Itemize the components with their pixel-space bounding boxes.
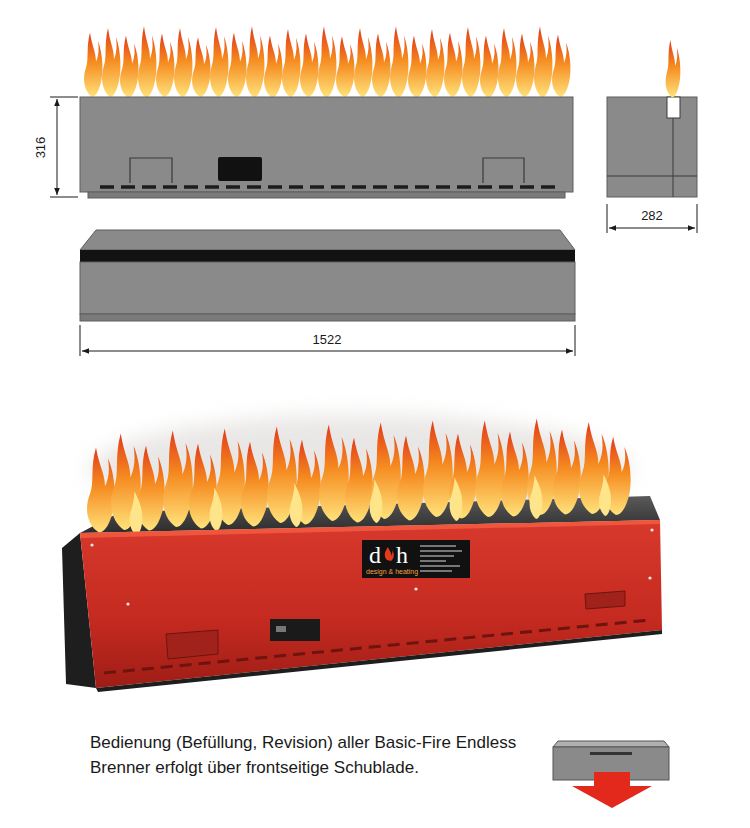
slot-row xyxy=(104,620,650,673)
vent xyxy=(585,591,625,609)
control-panel xyxy=(218,157,262,181)
vent-outline xyxy=(483,158,524,183)
extension-line xyxy=(50,197,78,198)
caption: Bedienung (Befüllung, Revision) aller Ba… xyxy=(90,730,545,780)
front-view-base xyxy=(88,192,565,198)
extension-line xyxy=(80,325,81,356)
burner-render xyxy=(62,415,662,692)
screws xyxy=(90,528,653,605)
extension-line xyxy=(575,325,576,356)
dimension-label: 1522 xyxy=(297,332,357,347)
side-view xyxy=(607,40,697,197)
top-view-bevel xyxy=(80,230,575,250)
switch xyxy=(276,626,286,632)
drawer-top xyxy=(553,741,669,747)
side-view-line xyxy=(607,176,697,177)
logo-text: design & heating xyxy=(366,568,418,576)
vent xyxy=(166,630,218,659)
base-strip xyxy=(96,630,662,692)
dimension-lines xyxy=(50,97,697,356)
dimension-line xyxy=(609,228,695,229)
front-view-body xyxy=(80,97,573,192)
drawer-icon xyxy=(553,741,669,808)
top-view-body xyxy=(80,262,575,314)
flame xyxy=(666,40,681,98)
control-panel xyxy=(270,619,320,641)
flames-render xyxy=(87,418,631,535)
burner-slot xyxy=(667,97,680,118)
logo-address xyxy=(420,545,462,572)
extension-line xyxy=(697,204,698,233)
dimension-label: 316 xyxy=(33,130,48,166)
side-view-line xyxy=(673,118,674,197)
front-view xyxy=(80,97,573,198)
top-view xyxy=(80,230,575,321)
top-view-opening xyxy=(80,250,575,262)
dimension-label: 282 xyxy=(630,208,674,223)
dimension-line xyxy=(57,99,58,195)
vent-outline xyxy=(130,158,172,183)
dimension-line xyxy=(82,351,573,352)
logo-letter: h xyxy=(396,543,408,567)
side-view-body xyxy=(607,97,697,197)
extension-line xyxy=(50,97,78,98)
front-edge-highlight xyxy=(80,520,660,538)
pull-arrow xyxy=(572,772,652,808)
logo-plate xyxy=(362,540,470,578)
logo-letter: d xyxy=(369,543,381,567)
extension-line xyxy=(607,204,608,233)
flames-front-view xyxy=(84,26,570,97)
top-view-base xyxy=(80,314,575,321)
logo-flame xyxy=(385,547,394,561)
slot-row xyxy=(100,185,560,189)
drawer-slot xyxy=(590,752,632,755)
